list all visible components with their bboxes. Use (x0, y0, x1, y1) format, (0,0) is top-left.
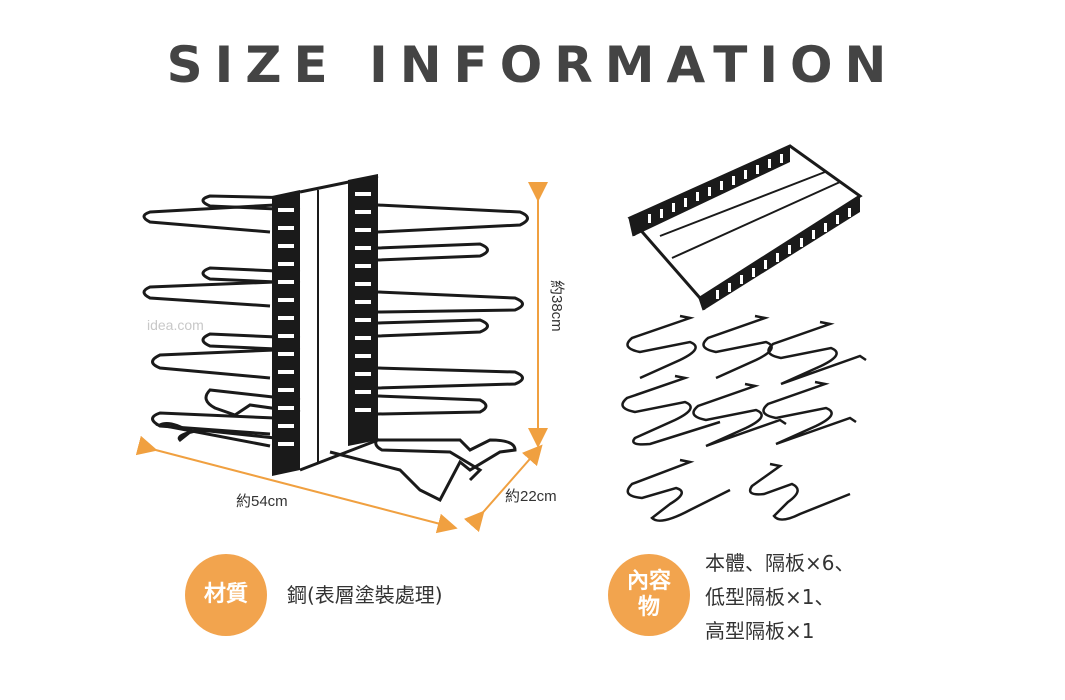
width-label: 約54cm (236, 493, 288, 510)
rack-left-arms (142, 194, 301, 448)
material-badge-label: 材質 (203, 582, 248, 607)
wire-dividers (621, 314, 867, 522)
dimension-arrows (135, 182, 548, 534)
contents-line-1: 本體、隔板×6、 (705, 551, 855, 575)
contents-line-2: 低型隔板×1、 (705, 585, 835, 609)
contents-line-3: 高型隔板×1 (705, 619, 815, 643)
contents-badge-line2: 物 (637, 595, 660, 620)
depth-arrow (463, 444, 543, 533)
contents-badge-line1: 內容 (626, 569, 671, 594)
watermark-text: idea.com (147, 317, 204, 333)
material-badge: 材質 (185, 554, 267, 636)
height-label: 約38cm (548, 280, 565, 332)
contents-badge: 內容 物 (608, 554, 690, 636)
rack-posts (272, 174, 379, 476)
tray-slots (648, 154, 851, 299)
width-arrow (135, 435, 458, 534)
page-title: SIZE INFORMATION (166, 36, 899, 94)
depth-label: 約22cm (505, 488, 557, 505)
rack-right-arms (329, 203, 529, 502)
contents-list: 本體、隔板×6、 低型隔板×1、 高型隔板×1 (705, 546, 854, 648)
material-value: 鋼(表層塗裝處理) (287, 583, 443, 607)
contents-badge-label: 內容 物 (627, 569, 671, 621)
